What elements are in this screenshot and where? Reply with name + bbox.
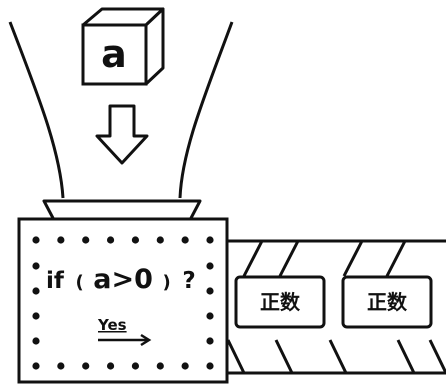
- rivet-dot: [206, 362, 214, 370]
- funnel-left-curve: [8, 21, 65, 199]
- input-cube-a: a: [81, 7, 165, 86]
- rivet-dot: [156, 236, 164, 244]
- conveyor-chevron: [242, 240, 264, 277]
- output-box: 正数: [341, 275, 433, 329]
- conveyor-chevron: [396, 339, 416, 374]
- output-box: 正数: [234, 275, 326, 329]
- rivet-dot: [206, 262, 214, 270]
- rivet-dot: [32, 312, 40, 320]
- rivet-dot: [82, 236, 90, 244]
- rivet-dot: [32, 236, 40, 244]
- rivet-dot: [181, 362, 189, 370]
- rivet-dot: [106, 236, 115, 244]
- conveyor-chevron: [274, 339, 294, 374]
- rivet-dot: [32, 287, 40, 295]
- rivet-dot: [57, 362, 65, 370]
- rivet-dot: [131, 362, 140, 370]
- funnel-right-curve: [178, 21, 234, 199]
- conveyor-chevron: [428, 339, 446, 374]
- conveyor-chevron: [226, 339, 246, 374]
- hopper-tray: [42, 199, 202, 222]
- condition-open-paren: (: [75, 272, 83, 293]
- rivet-dot: [82, 362, 90, 370]
- rivet-dot: [206, 236, 214, 244]
- conveyor-chevron: [278, 240, 300, 277]
- output-box-label: 正数: [260, 290, 301, 314]
- rivet-dot: [206, 337, 214, 345]
- condition-close-paren: ): [163, 272, 171, 293]
- condition-if: if: [46, 268, 65, 294]
- rivet-dot: [32, 362, 40, 370]
- rivet-dot: [206, 312, 214, 320]
- machine-body: [17, 217, 229, 384]
- rivet-dot: [131, 236, 140, 244]
- yes-label: Yes: [97, 316, 127, 334]
- rivet-dot: [106, 362, 115, 370]
- rivet-dot: [181, 236, 189, 244]
- rivet-dot: [32, 262, 40, 270]
- yes-arrow-icon: [140, 333, 152, 347]
- condition-question: ?: [182, 268, 195, 294]
- down-arrow-icon: [95, 104, 149, 165]
- cube-label: a: [101, 32, 127, 76]
- conveyor-chevron: [342, 240, 364, 277]
- conveyor-belt: [226, 239, 446, 375]
- condition-expression: a>0: [93, 264, 153, 295]
- output-box-label: 正数: [367, 290, 408, 314]
- machine-rivet-dots: [32, 236, 214, 370]
- rivet-dot: [156, 362, 164, 370]
- rivet-dot: [57, 236, 65, 244]
- conveyor-chevron: [328, 339, 348, 374]
- rivet-dot: [32, 337, 40, 345]
- condition-text: if ( a>0 ) ?: [46, 264, 196, 295]
- cube-front-face: [81, 23, 148, 86]
- condition-machine: if ( a>0 ) ? Yes: [17, 217, 229, 384]
- conveyor-chevron: [385, 240, 407, 277]
- rivet-dot: [206, 287, 214, 295]
